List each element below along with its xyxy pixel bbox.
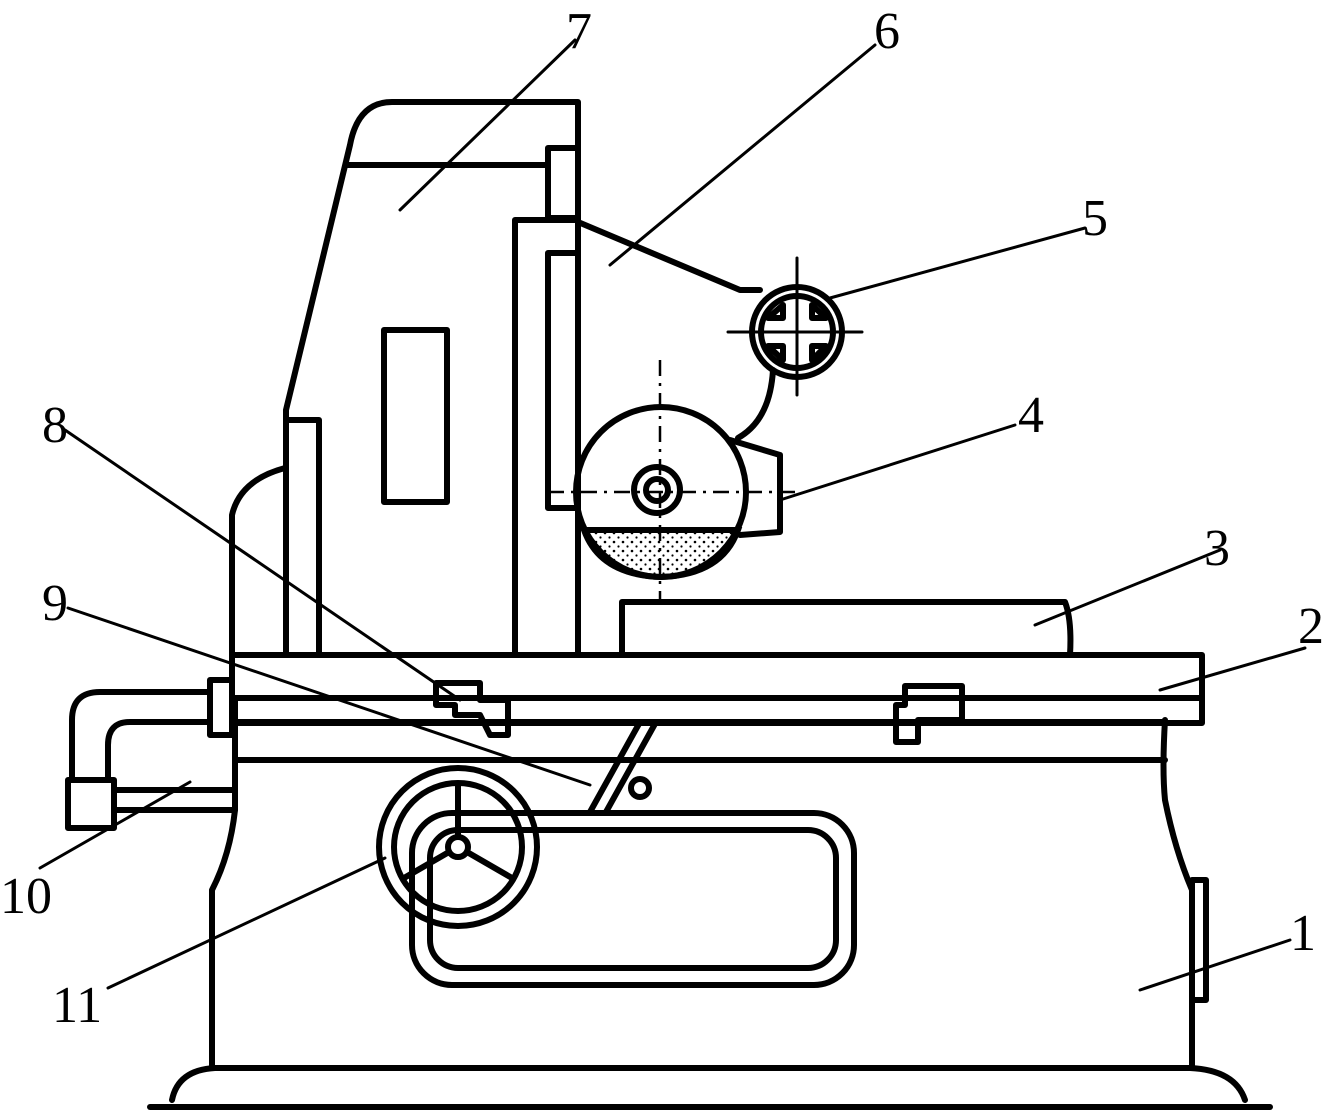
grinding-wheel <box>548 360 800 600</box>
column <box>229 99 581 658</box>
worktable <box>207 652 1205 745</box>
label-10: 10 <box>0 868 52 925</box>
bed <box>147 697 1273 1110</box>
leader-lines <box>38 38 1307 992</box>
label-11: 11 <box>52 977 102 1034</box>
feed-lever <box>587 719 659 815</box>
label-3: 3 <box>1204 520 1230 577</box>
feed-handwheel <box>726 256 864 441</box>
label-4: 4 <box>1018 387 1044 444</box>
label-2: 2 <box>1298 598 1324 655</box>
chuck <box>619 599 1074 658</box>
label-8: 8 <box>42 397 68 454</box>
label-7: 7 <box>566 3 592 60</box>
handwheel <box>376 765 540 929</box>
label-5: 5 <box>1082 190 1108 247</box>
hydraulic-pipe <box>65 689 238 831</box>
wheel-head-slide <box>512 217 763 658</box>
callout-labels: 1 2 3 4 5 6 7 8 9 10 11 <box>0 3 1324 1034</box>
label-9: 9 <box>42 575 68 632</box>
label-1: 1 <box>1290 905 1316 962</box>
label-6: 6 <box>874 3 900 60</box>
